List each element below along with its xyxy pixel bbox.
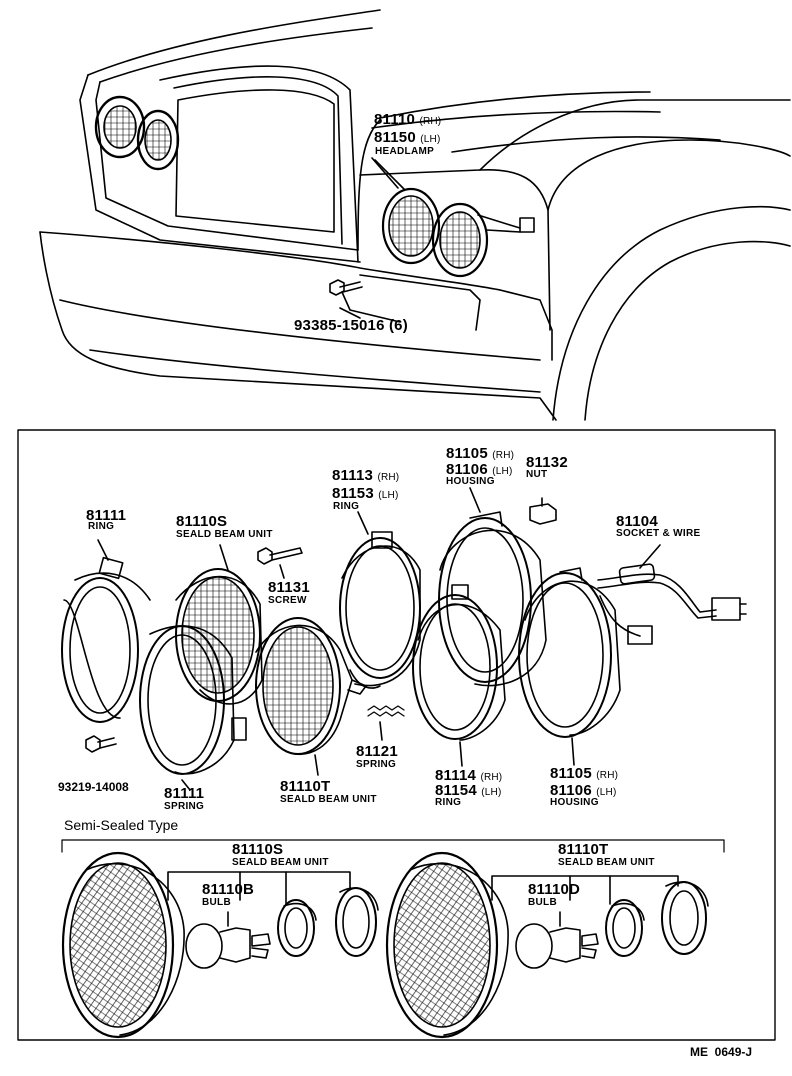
semi-right-bulb-part: 81110D [528, 881, 581, 898]
seald-beam-81110t [255, 617, 367, 776]
headlamp-name: HEADLAMP [375, 146, 435, 157]
semi-right-unit-name: SEALD BEAM UNIT [558, 857, 655, 868]
housing-top-part-lh: 81106 (LH) [446, 461, 513, 478]
housing-81105-lower [518, 567, 621, 766]
screw-93219 [85, 735, 117, 753]
housing-top-part-rh: 81105 (RH) [446, 445, 515, 462]
ring-81153-part-lh: 81153 (LH) [332, 485, 399, 502]
housing-low-part-lh: 81106 (LH) [550, 782, 617, 799]
exploded-view-frame [17, 429, 776, 1041]
ring-81113-name: RING [333, 501, 360, 512]
diagram-code: ME 0649-J [690, 1045, 753, 1059]
housing-low-name: HOUSING [550, 797, 599, 808]
semi-left-bulb-part: 81110B [202, 881, 255, 898]
semi-sealed-bracket [61, 839, 725, 853]
ring-81113-part-rh: 81113 (RH) [332, 467, 400, 484]
ring-81111-name: RING [88, 521, 115, 532]
ring-81111 [61, 539, 151, 723]
semi-left-unit-part: 81110S [232, 841, 284, 858]
ring-81114 [412, 584, 506, 767]
ring-81111-part: 81111 [86, 507, 127, 524]
spring-81111 [139, 625, 247, 791]
seald-beam-t-part: 81110T [280, 778, 331, 795]
housing-top-name: HOUSING [446, 476, 495, 487]
semi-left-bulb-name: BULB [202, 897, 231, 908]
ring-81154-part-lh: 81154 (LH) [435, 782, 502, 799]
semi-right-bulb-name: BULB [528, 897, 557, 908]
spring-81121-name: SPRING [356, 759, 397, 770]
semi-sealed-left [61, 851, 379, 1039]
socket-wire-81104 [597, 544, 747, 645]
nut-81132 [529, 497, 557, 525]
spring-81111-name: SPRING [164, 801, 205, 812]
nut-81132-part: 81132 [526, 454, 568, 471]
socket-part: 81104 [616, 513, 658, 530]
semi-sealed-right [385, 851, 709, 1039]
nut-81132-name: NUT [526, 469, 548, 480]
seald-beam-s-name: SEALD BEAM UNIT [176, 529, 273, 540]
housing-low-part-rh: 81105 (RH) [550, 765, 619, 782]
semi-sealed-title: Semi-Sealed Type [64, 817, 179, 833]
screw-81131-part: 81131 [268, 579, 310, 596]
ring-81114-part-rh: 81114 (RH) [435, 767, 503, 784]
seald-beam-t-name: SEALD BEAM UNIT [280, 794, 377, 805]
ring-81114-name: RING [435, 797, 462, 808]
spring-81121-part: 81121 [356, 743, 398, 760]
screw-93219-part: 93219-14008 [58, 780, 129, 794]
spring-81111-part: 81111 [164, 785, 205, 802]
bolt-part-number: 93385-15016 (6) [294, 317, 408, 334]
semi-left-unit-name: SEALD BEAM UNIT [232, 857, 329, 868]
spring-81121 [367, 705, 405, 741]
screw-81131 [257, 547, 303, 579]
semi-right-unit-part: 81110T [558, 841, 609, 858]
vehicle-front-illustration [39, 9, 791, 421]
headlamp-part-rh: 81110 (RH) [374, 111, 442, 128]
seald-beam-s-part: 81110S [176, 513, 228, 530]
ring-81113 [339, 511, 421, 689]
headlamp-part-lh: 81150 (LH) [374, 129, 441, 146]
socket-name: SOCKET & WIRE [616, 528, 701, 539]
seald-beam-81110s [175, 544, 263, 705]
screw-81131-name: SCREW [268, 595, 307, 606]
